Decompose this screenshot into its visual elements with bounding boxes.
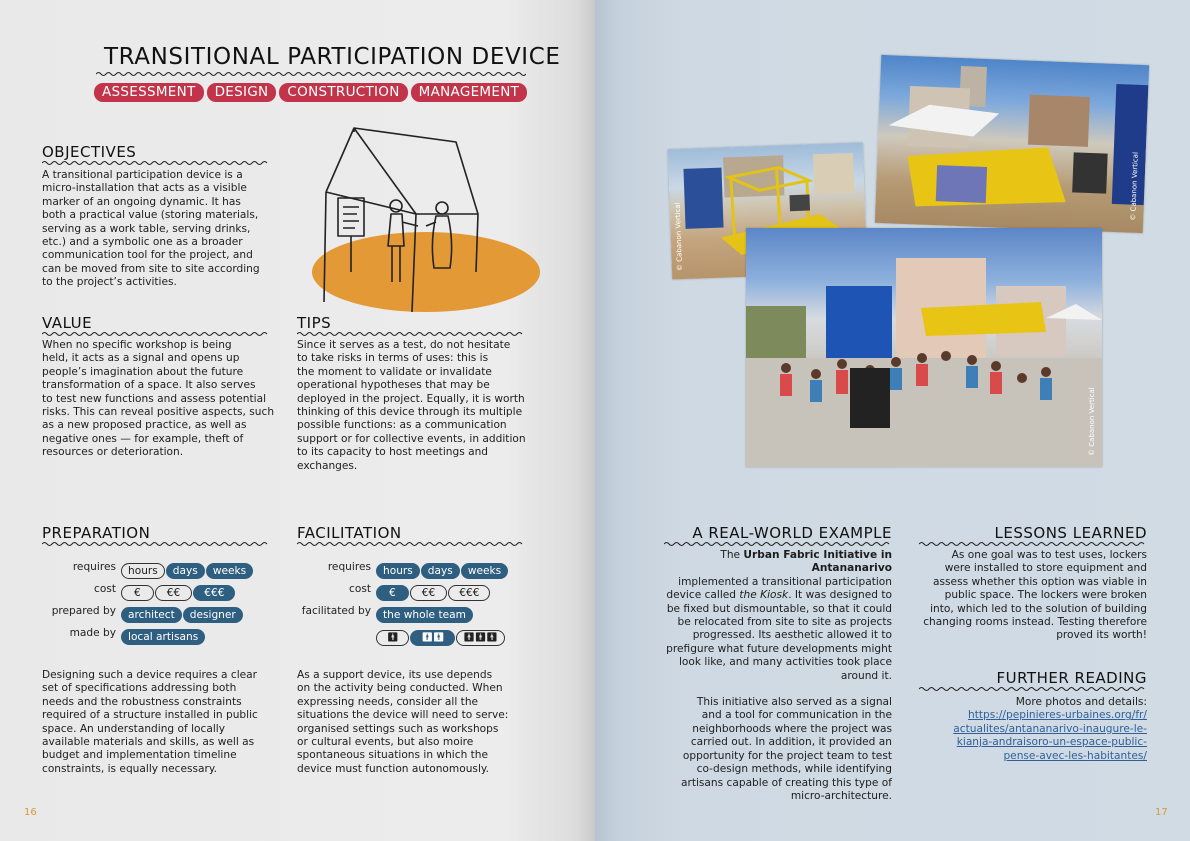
- tips-heading: TIPS: [297, 314, 332, 332]
- pill-designer: designer: [182, 607, 243, 623]
- value-underline: [42, 332, 268, 336]
- further-reading-link[interactable]: https://pepinieres-urbaines.org/fr/actua…: [953, 709, 1147, 762]
- title-underline: [96, 72, 526, 76]
- pill-cost-2: €€: [409, 585, 448, 601]
- example-text: The Urban Fabric Initiative in Antananar…: [666, 549, 892, 802]
- kiosk-photo-2-drawing: [888, 65, 1149, 207]
- prep-prepared-label: prepared by: [51, 605, 116, 617]
- fac-requires-label: requires: [327, 561, 371, 573]
- lessons-heading: LESSONS LEARNED: [994, 524, 1147, 542]
- pill-architect: architect: [121, 607, 182, 623]
- pill-hours: hours: [121, 563, 165, 579]
- tag-design: DESIGN: [206, 83, 277, 102]
- kiosk-photo-3-drawing: [746, 258, 1102, 467]
- fac-cost-label: cost: [349, 583, 371, 595]
- kiosk-photo-2: © Cabanon Vertical: [874, 54, 1150, 234]
- prep-made-pills: local artisans: [121, 625, 206, 645]
- one-person-icon: 🚹︎: [376, 630, 410, 646]
- pill-whole-team: the whole team: [376, 607, 473, 623]
- page-number-left: 16: [24, 807, 37, 818]
- pill-cost-3: €€€: [448, 585, 491, 601]
- further-heading: FURTHER READING: [996, 669, 1147, 687]
- fac-facilitated-pills: the whole team: [376, 603, 474, 623]
- pill-cost-3: €€€: [193, 585, 236, 601]
- preparation-heading: PREPARATION: [42, 524, 151, 542]
- fac-people-pills: 🚹︎🚹︎🚹︎🚹︎🚹︎🚹︎: [376, 625, 506, 646]
- example-heading: A REAL-WORLD EXAMPLE: [692, 524, 892, 542]
- objectives-text: A transitional participation device is a…: [42, 169, 260, 289]
- tag-assessment: ASSESSMENT: [94, 83, 204, 102]
- right-page: © Cabanon Vertical © Cabanon Vertical: [595, 0, 1190, 841]
- prep-cost-label: cost: [94, 583, 116, 595]
- prep-requires-label: requires: [72, 561, 116, 573]
- facilitation-heading: FACILITATION: [297, 524, 402, 542]
- kiosk-photo-1: © Cabanon Vertical: [667, 142, 868, 280]
- pill-days: days: [420, 563, 460, 579]
- preparation-underline: [42, 542, 268, 546]
- preparation-text: Designing such a device requires a clear…: [42, 669, 258, 775]
- tent-illustration: [312, 127, 540, 313]
- kiosk-photo-1-drawing: [683, 152, 855, 255]
- further-underline: [919, 687, 1145, 691]
- fac-cost-pills: €€€€€€: [376, 581, 491, 601]
- tips-underline: [297, 332, 523, 336]
- pill-local-artisans: local artisans: [121, 629, 206, 645]
- value-heading: VALUE: [42, 314, 93, 332]
- lessons-underline: [919, 542, 1145, 546]
- tips-text: Since it serves as a test, do not hesita…: [297, 339, 526, 472]
- two-people-icon: 🚹︎🚹︎: [410, 630, 456, 646]
- three-people-icon: 🚹︎🚹︎🚹︎: [456, 630, 505, 646]
- objectives-heading: OBJECTIVES: [42, 143, 137, 161]
- prep-cost-pills: €€€€€€: [121, 581, 236, 601]
- further-text: More photos and details: https://pepinie…: [900, 696, 1147, 763]
- pill-cost-1: €: [121, 585, 154, 601]
- left-page: TRANSITIONAL PARTICIPATION DEVICE ASSESS…: [0, 0, 595, 841]
- facilitation-underline: [297, 542, 523, 546]
- photo-credit-3: © Cabanon Vertical: [1088, 387, 1096, 456]
- page-number-right: 17: [1155, 807, 1168, 818]
- example-underline: [664, 542, 890, 546]
- fac-facilitated-label: facilitated by: [301, 605, 371, 617]
- pill-weeks: weeks: [205, 563, 254, 579]
- pill-cost-2: €€: [154, 585, 193, 601]
- tag-management: MANAGEMENT: [410, 83, 528, 102]
- objectives-underline: [42, 161, 268, 165]
- tag-construction: CONSTRUCTION: [279, 83, 408, 102]
- page-title: TRANSITIONAL PARTICIPATION DEVICE: [104, 44, 561, 70]
- kiosk-photo-3: © Cabanon Vertical: [746, 228, 1102, 467]
- pill-days: days: [165, 563, 205, 579]
- pill-weeks: weeks: [460, 563, 509, 579]
- prep-made-label: made by: [69, 627, 116, 639]
- pill-hours: hours: [376, 563, 420, 579]
- pill-cost-1: €: [376, 585, 409, 601]
